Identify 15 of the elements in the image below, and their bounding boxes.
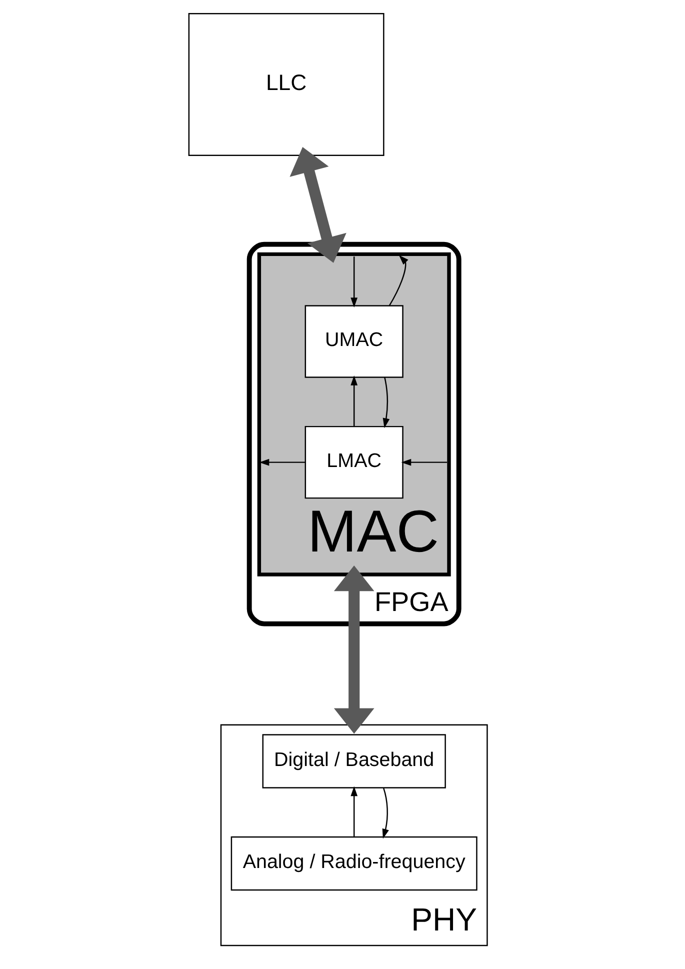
arrow [382, 788, 388, 839]
arrow [350, 375, 358, 426]
node-box: LMAC [304, 426, 403, 499]
arrow [388, 255, 408, 306]
arrow [333, 566, 374, 734]
node-box: Digital / Baseband [262, 734, 446, 788]
arrow [258, 458, 305, 466]
arrow [382, 377, 390, 428]
arrow [350, 786, 358, 837]
arrow [400, 458, 447, 466]
arrow [289, 147, 346, 263]
node-box: UMAC [304, 305, 403, 378]
node-box: Analog / Radio-frequency [230, 836, 477, 891]
arrow [350, 256, 358, 308]
node-box: LLC [188, 13, 384, 156]
